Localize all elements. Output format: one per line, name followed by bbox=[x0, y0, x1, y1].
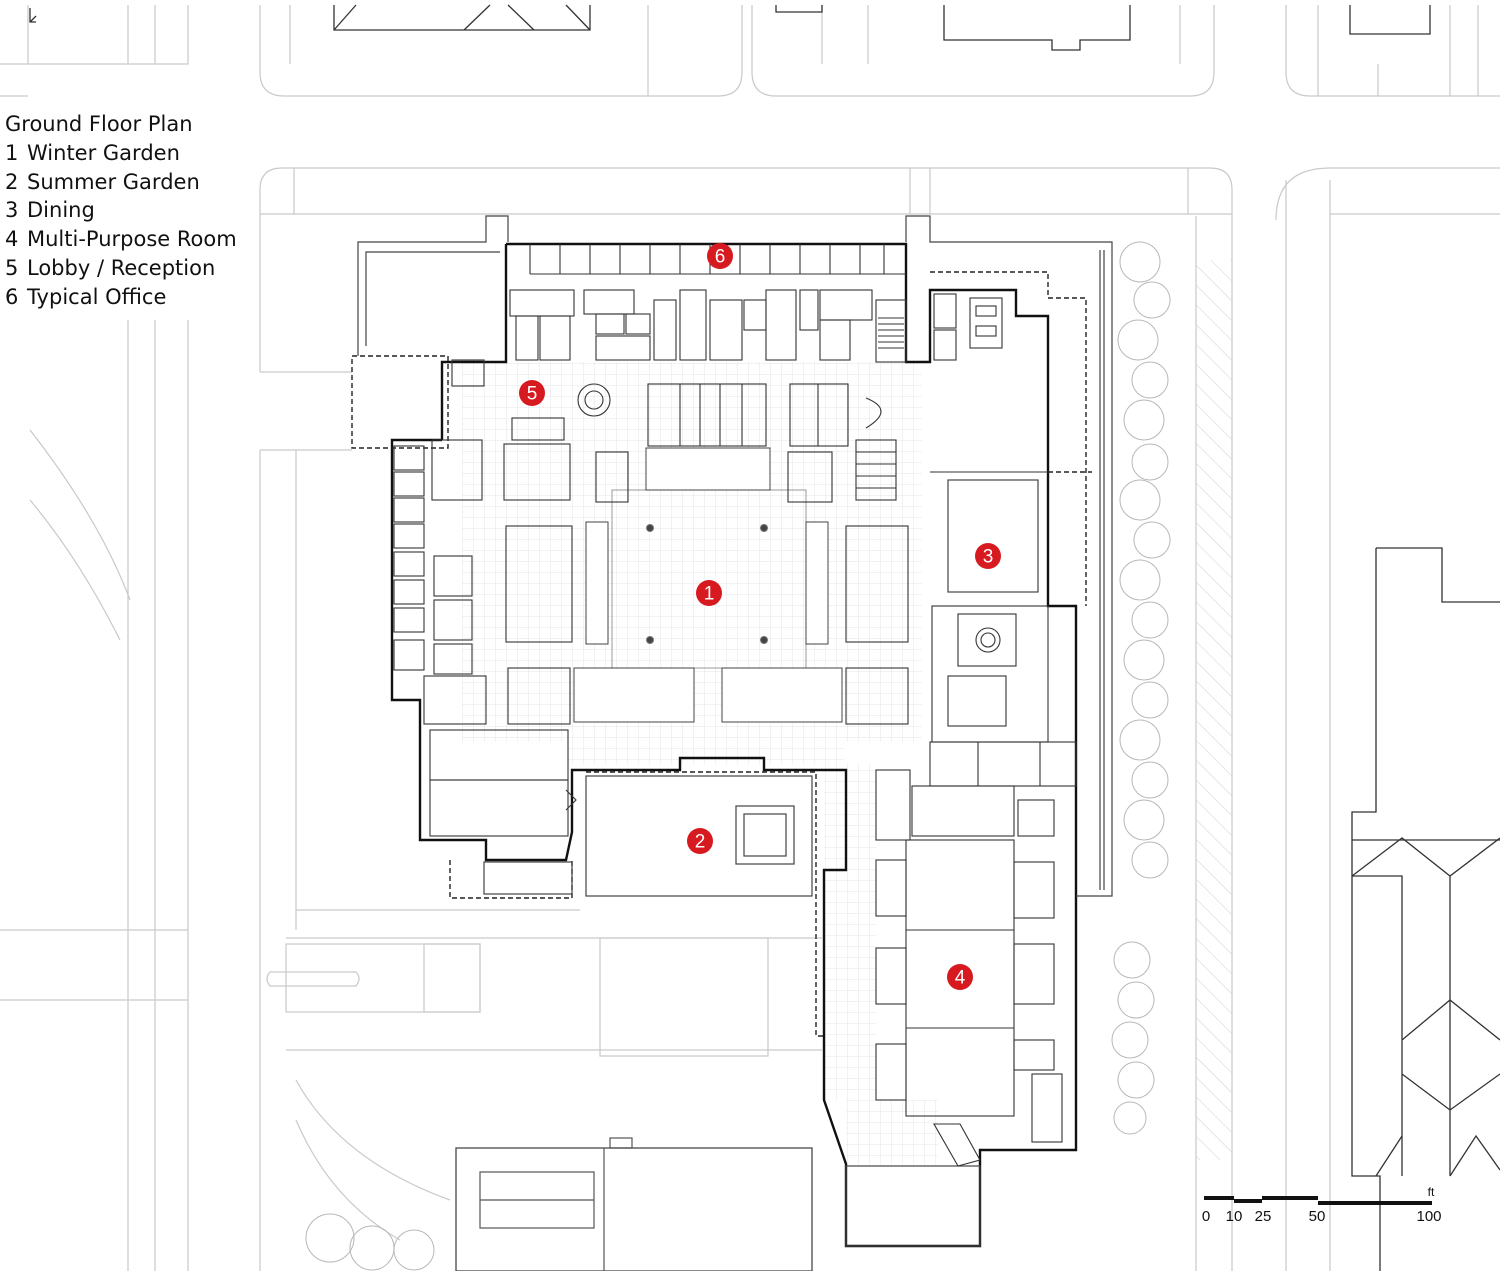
room-marker-label: 4 bbox=[955, 968, 966, 989]
lobby-cores bbox=[431, 359, 909, 725]
legend-item-number: 5 bbox=[5, 255, 19, 280]
dashed-outlines bbox=[351, 271, 1092, 1037]
legend-item-number: 6 bbox=[5, 284, 19, 309]
legend-item-label: Dining bbox=[27, 198, 95, 223]
legend-item-number: 2 bbox=[5, 169, 19, 194]
legend-item-label: Winter Garden bbox=[27, 140, 180, 165]
room-marker-label: 6 bbox=[715, 247, 726, 268]
legend-item-winter-garden: 1 Winter Garden bbox=[5, 139, 237, 168]
room-marker-label: 2 bbox=[695, 832, 706, 853]
legend-item-label: Summer Garden bbox=[27, 169, 200, 194]
scale-tick-label: 10 bbox=[1226, 1208, 1243, 1225]
winter-garden-area bbox=[573, 447, 843, 723]
scale-bar: ft 0 10 25 50 100 bbox=[1202, 1185, 1442, 1225]
legend-item-label: Typical Office bbox=[27, 284, 167, 309]
room-marker-3: 3 bbox=[975, 543, 1001, 569]
room-marker-4: 4 bbox=[947, 964, 973, 990]
room-markers: 1 2 3 4 5 6 bbox=[519, 243, 1001, 990]
legend-item-number: 3 bbox=[5, 198, 19, 223]
room-marker-1: 1 bbox=[696, 580, 722, 606]
legend-item-summer-garden: 2 Summer Garden bbox=[5, 168, 237, 197]
legend-item-label: Lobby / Reception bbox=[27, 255, 216, 280]
neighbor-building-east bbox=[1351, 547, 1500, 1271]
room-marker-5: 5 bbox=[519, 380, 545, 406]
scale-tick-label: 100 bbox=[1416, 1208, 1441, 1225]
scale-tick-label: 50 bbox=[1309, 1208, 1326, 1225]
site-context bbox=[0, 5, 1500, 1271]
neighbor-building-outlines bbox=[29, 4, 1431, 51]
office-wing bbox=[509, 244, 907, 363]
legend-item-number: 4 bbox=[5, 227, 19, 252]
room-marker-label: 1 bbox=[704, 584, 715, 605]
legend-item-lobby-reception: 5 Lobby / Reception bbox=[5, 254, 237, 283]
scale-tick-label: 0 bbox=[1202, 1208, 1210, 1225]
scale-unit-label: ft bbox=[1428, 1185, 1435, 1199]
room-marker-6: 6 bbox=[707, 243, 733, 269]
legend-item-number: 1 bbox=[5, 140, 19, 165]
room-marker-2: 2 bbox=[687, 828, 713, 854]
legend-item-multi-purpose-room: 4 Multi-Purpose Room bbox=[5, 225, 237, 254]
legend-item-dining: 3 Dining bbox=[5, 196, 237, 225]
legend-item-typical-office: 6 Typical Office bbox=[5, 283, 237, 312]
east-wing bbox=[875, 293, 1077, 1167]
plan-legend: Ground Floor Plan 1 Winter Garden 2 Summer… bbox=[5, 110, 237, 312]
trees bbox=[305, 241, 1171, 1271]
terrace-outline bbox=[357, 215, 1113, 1247]
building-walls bbox=[390, 242, 1078, 1248]
west-wing bbox=[393, 445, 577, 837]
legend-item-label: Multi-Purpose Room bbox=[27, 227, 237, 252]
room-marker-label: 5 bbox=[527, 384, 538, 405]
legend-title: Ground Floor Plan bbox=[5, 112, 193, 136]
room-marker-label: 3 bbox=[983, 547, 994, 568]
scale-tick-label: 25 bbox=[1255, 1208, 1272, 1225]
